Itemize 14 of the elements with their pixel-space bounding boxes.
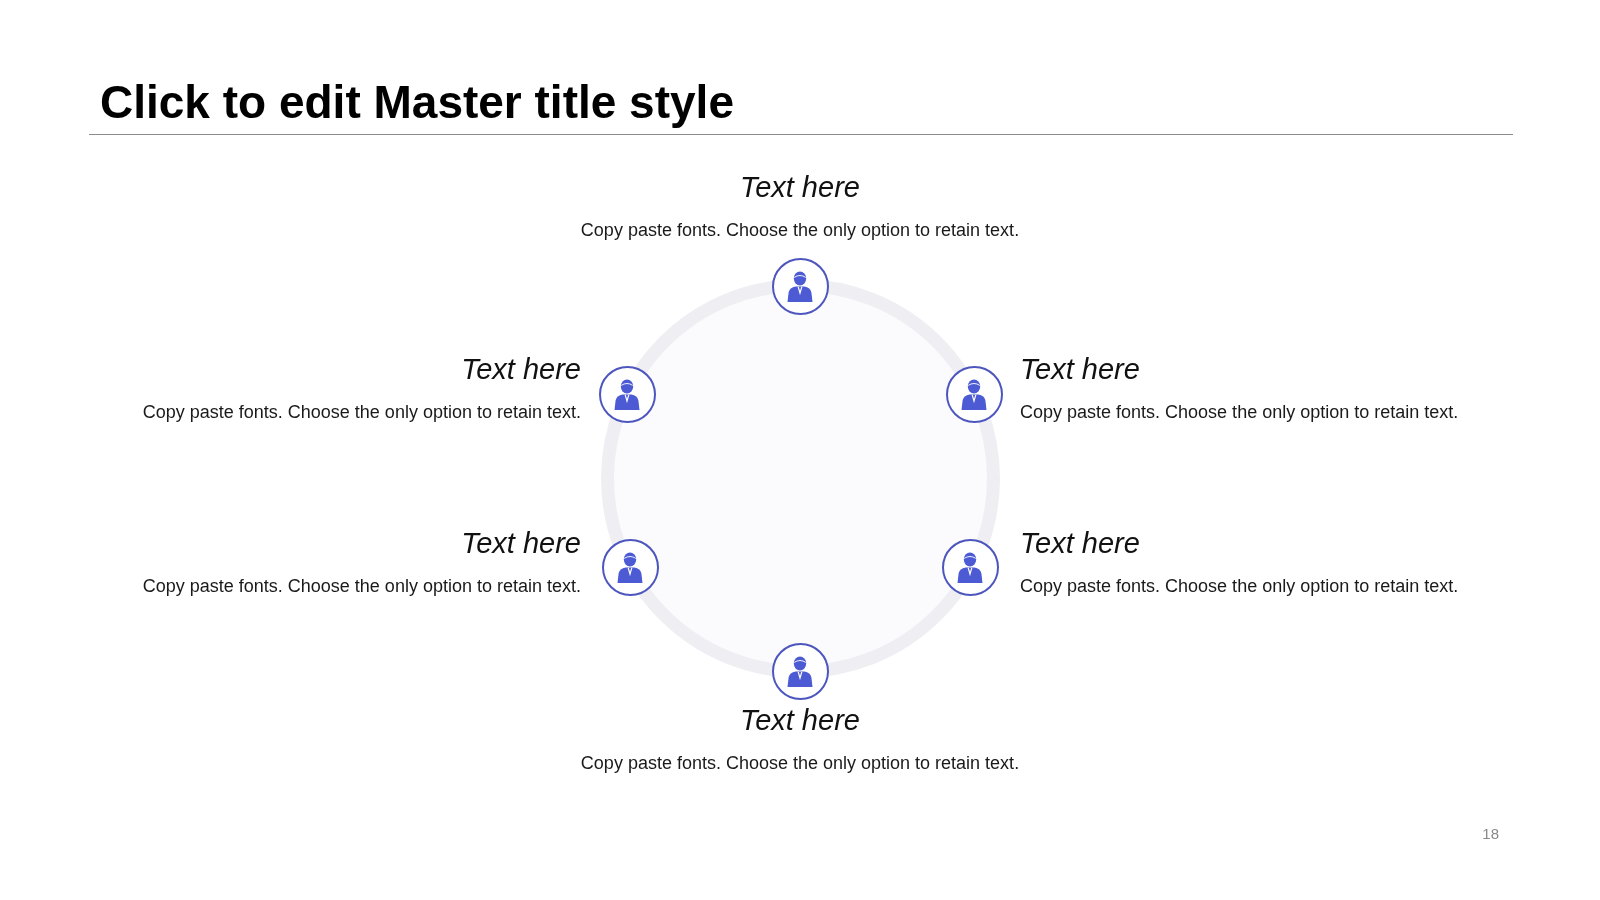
item-heading: Text here [740, 703, 860, 738]
item-description: Copy paste fonts. Choose the only option to retain text. [580, 752, 1020, 774]
slide-title: Click to edit Master title style [100, 76, 734, 128]
page-number: 18 [1482, 824, 1499, 844]
item-description: Copy paste fonts. Choose the only option to retain text. [1020, 401, 1459, 423]
item-heading: Text here [1020, 526, 1140, 561]
item-description: Copy paste fonts. Choose the only option to retain text. [1020, 575, 1459, 597]
item-description: Copy paste fonts. Choose the only option to retain text. [142, 575, 581, 597]
item-description: Copy paste fonts. Choose the only option to retain text. [580, 219, 1020, 241]
item-heading: Text here [461, 526, 581, 561]
item-heading: Text here [740, 170, 860, 205]
item-heading: Text here [1020, 352, 1140, 387]
item-description: Copy paste fonts. Choose the only option to retain text. [142, 401, 581, 423]
item-heading: Text here [461, 352, 581, 387]
